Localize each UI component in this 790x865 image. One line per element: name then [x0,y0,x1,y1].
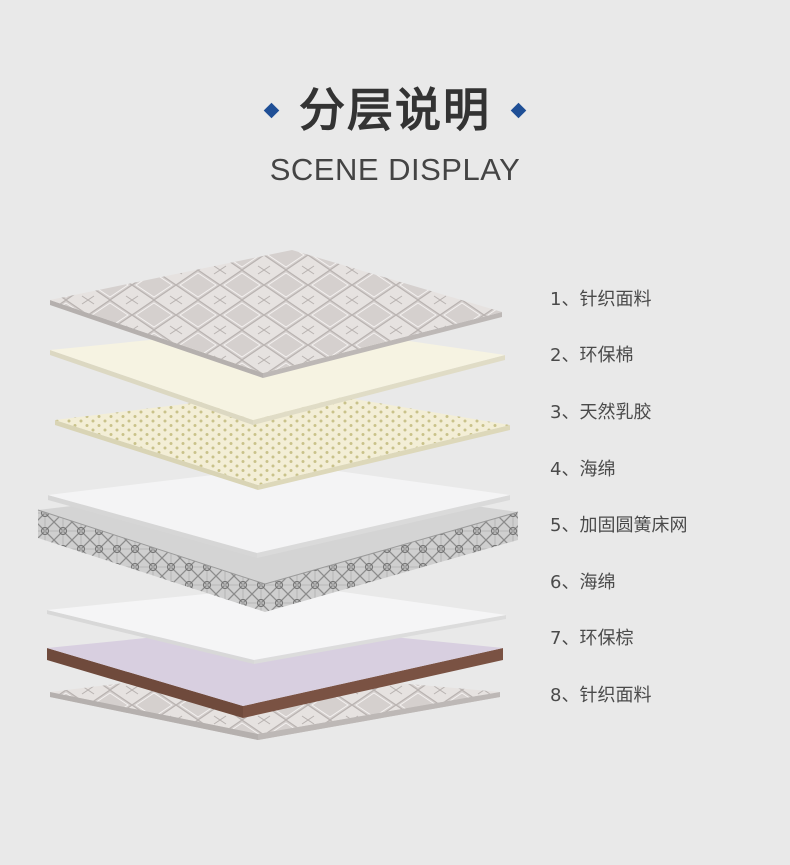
layer-label-5: 5、加固圆簧床网 [550,515,688,536]
page-subtitle: SCENE DISPLAY [269,152,521,187]
layer-label-2: 2、环保棉 [550,345,634,366]
layer-label-4: 4、海绵 [550,459,616,480]
layer-label-3: 3、天然乳胶 [550,402,652,423]
layer-label-8: 8、针织面料 [550,685,652,706]
layer-label-7: 7、环保棕 [550,628,634,649]
layer-label-6: 6、海绵 [550,572,616,593]
layer-sponge-upper [48,465,510,558]
layer-sponge-lower [47,585,506,664]
header: 分层说明 SCENE DISPLAY [0,80,790,188]
layer-top-knit-fabric [50,250,502,378]
page-title: 分层说明 [299,83,491,137]
layer-coir [47,625,503,718]
title-row: 分层说明 [0,80,790,140]
layer-label-1: 1、针织面料 [550,289,652,310]
layer-natural-latex [55,390,510,490]
